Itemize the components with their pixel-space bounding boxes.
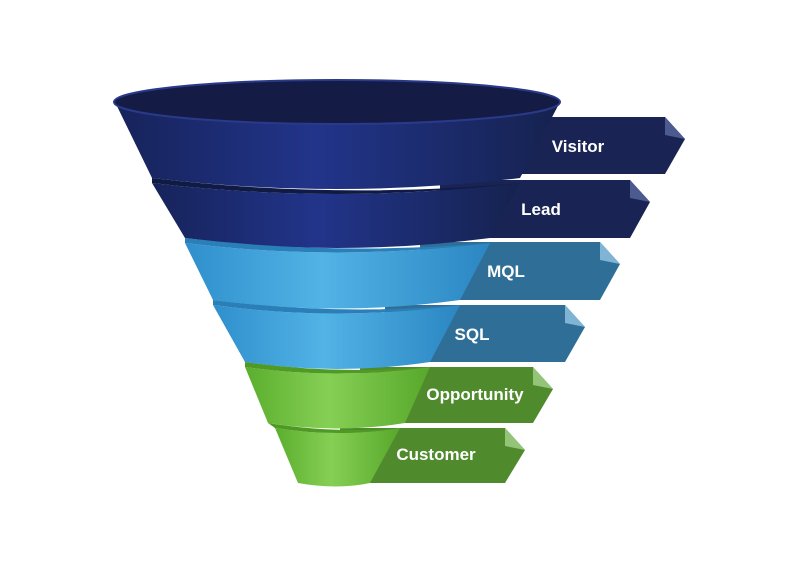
stage-tag-opportunity-fold bbox=[533, 367, 553, 389]
funnel-segment-visitor-body bbox=[115, 102, 560, 189]
funnel-segment-lead-body bbox=[152, 183, 520, 248]
funnel-body bbox=[113, 79, 561, 487]
funnel-segment-mql-body bbox=[185, 243, 490, 309]
funnel-segment-sql-rim bbox=[213, 300, 460, 314]
funnel-segment-customer-body bbox=[275, 428, 400, 487]
funnel-segment-mql-rim bbox=[185, 238, 490, 253]
stage-tag-mql-fold bbox=[600, 242, 620, 264]
stage-label-sql: SQL bbox=[455, 325, 490, 344]
funnel-segment-customer bbox=[268, 423, 400, 487]
stage-tag-visitor-fold bbox=[665, 117, 685, 139]
funnel-segment-visitor bbox=[113, 79, 561, 189]
funnel-segment-lead-rim bbox=[152, 178, 520, 194]
stage-tag-lead-fold bbox=[630, 180, 650, 202]
stage-tag-sql-fold bbox=[565, 305, 585, 327]
stage-label-customer: Customer bbox=[396, 445, 476, 464]
funnel-segment-sql bbox=[213, 300, 460, 369]
stage-label-lead: Lead bbox=[521, 200, 561, 219]
funnel-segment-opportunity bbox=[245, 362, 430, 429]
funnel-segment-mql bbox=[185, 238, 490, 309]
funnel-segment-opportunity-rim bbox=[245, 362, 430, 374]
funnel-segment-sql-body bbox=[213, 305, 460, 369]
stage-label-visitor: Visitor bbox=[552, 137, 605, 156]
stage-label-opportunity: Opportunity bbox=[426, 385, 524, 404]
funnel-segment-opportunity-body bbox=[245, 367, 430, 429]
stage-label-mql: MQL bbox=[487, 262, 525, 281]
funnel-segment-customer-rim bbox=[268, 423, 400, 433]
funnel-top-opening bbox=[114, 80, 560, 124]
funnel-segment-lead bbox=[152, 178, 520, 248]
funnel-top-opening-rim bbox=[113, 79, 561, 125]
stage-tag-customer-fold bbox=[505, 428, 525, 450]
